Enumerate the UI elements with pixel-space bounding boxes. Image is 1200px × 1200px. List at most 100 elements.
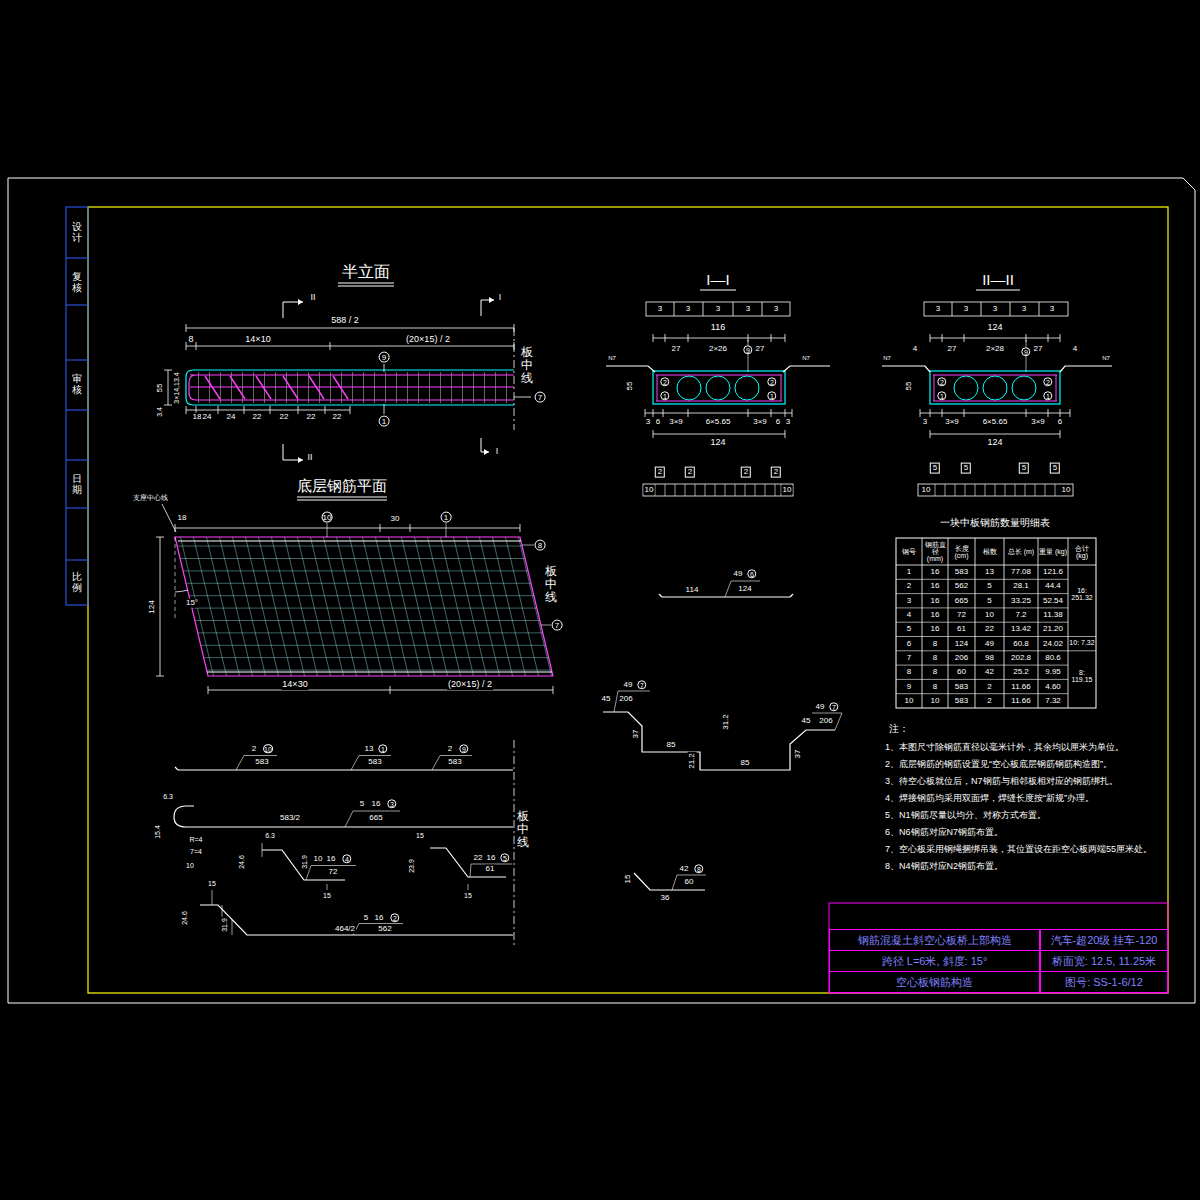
- dimension-label: 31.2: [722, 713, 731, 731]
- callout-number: 2: [767, 377, 776, 386]
- dimension-label: 15: [207, 880, 217, 888]
- table-cell: 25.2: [1004, 668, 1038, 676]
- dimension-label: 85: [666, 741, 677, 750]
- dimension-label: 3×9: [944, 418, 960, 427]
- dimension-label: 3×14,13.4: [173, 371, 181, 404]
- table-cell: 8: [922, 668, 948, 676]
- dimension-label: 116: [710, 323, 726, 333]
- dimension-label: 4: [1072, 345, 1078, 354]
- table-cell: 24.02: [1038, 639, 1068, 647]
- table-cell: 7.32: [1038, 697, 1068, 705]
- title-text: 钢筋混凝土斜空心板桥上部构造: [858, 933, 1012, 948]
- dimension-label: 6×5.65: [705, 418, 732, 427]
- dimension-label: 3×9: [752, 418, 768, 427]
- dimension-label: 3: [745, 305, 751, 314]
- dimension-label: 36: [660, 894, 671, 903]
- dimension-label: I: [495, 447, 500, 457]
- callout-number: 1: [937, 391, 946, 400]
- boxed-number: 5: [930, 463, 940, 474]
- dimension-label: 3: [963, 305, 969, 314]
- dimension-label: 124: [986, 323, 1003, 333]
- note-text: 1、本图尺寸除钢筋直径以毫米计外，其余均以厘米为单位。: [884, 743, 1125, 753]
- callout-number: 9: [743, 345, 752, 354]
- dimension-label: 114: [685, 586, 700, 595]
- table-cell: 21.20: [1038, 625, 1068, 633]
- dimension-label: 124: [709, 438, 726, 448]
- table-cell: 22: [975, 625, 1004, 633]
- dimension-label: 27: [947, 345, 958, 354]
- callout-number: 1: [767, 391, 776, 400]
- dimension-label: 3: [935, 305, 941, 314]
- dimension-label: 23.9: [408, 858, 416, 874]
- dimension-label: 60: [684, 878, 695, 887]
- dimension-label: 3: [657, 305, 663, 314]
- table-cell: 10: [922, 697, 948, 705]
- callout-number: 10: [263, 744, 273, 753]
- note-text: 3、待空心板就位后，N7钢筋与相邻板相对应的钢筋绑扎。: [884, 777, 1119, 787]
- dimension-label: 5: [359, 800, 365, 809]
- title-block-cell: 图号: SS-1-6/12: [1040, 971, 1168, 993]
- table-cell: 2: [896, 582, 922, 590]
- boxed-number: 5: [1050, 463, 1060, 474]
- dimension-label: 6.3: [264, 832, 276, 840]
- title-block-cell: 钢筋混凝土斜空心板桥上部构造: [829, 929, 1040, 951]
- dimension-label: 5: [363, 914, 369, 923]
- callout-number: 10: [322, 512, 333, 523]
- note-text: 7、空心板采用钢绳捆绑吊装，其位置设在距空心板两端55厘米处。: [884, 845, 1153, 855]
- dimension-label: 15: [624, 874, 633, 885]
- dimension-label: (20×15) / 2: [405, 335, 451, 345]
- centerline-label: 板中线: [544, 565, 558, 605]
- table-cell: 4: [896, 611, 922, 619]
- table-cell: 5: [975, 582, 1004, 590]
- title-block-cell: 空心板钢筋构造: [829, 971, 1040, 993]
- dimension-label: 3: [1049, 305, 1055, 314]
- callout-number: 8: [535, 540, 546, 551]
- table-cell: 7: [896, 654, 922, 662]
- note-text: 6、N6钢筋对应N7钢筋布置。: [884, 828, 1004, 838]
- dimension-label: 206: [818, 717, 833, 726]
- dimension-label: 14×10: [244, 335, 271, 345]
- table-cell: 60.8: [1004, 639, 1038, 647]
- sign-field: 设计: [71, 221, 83, 243]
- note-text: 5、N1钢筋尽量以均分、对称方式布置。: [884, 811, 1047, 821]
- table-cell: 98: [975, 654, 1004, 662]
- dimension-label: 27: [755, 345, 766, 354]
- dimension-label: 22: [306, 413, 317, 422]
- dimension-label: 22: [332, 413, 343, 422]
- table-header: 长度 (cm): [948, 544, 975, 559]
- table-cell: 16: 251.32: [1068, 587, 1097, 602]
- dimension-label: I: [498, 293, 503, 303]
- view-title: II—II: [981, 272, 1015, 289]
- callout-number: 7: [552, 620, 563, 631]
- dimension-label: 55: [626, 381, 635, 392]
- dimension-label: 583: [367, 758, 382, 767]
- dimension-label: 31.9: [221, 917, 229, 933]
- dimension-label: 583/2: [279, 814, 301, 823]
- table-cell: 9: [896, 682, 922, 690]
- dimension-label: 124: [148, 599, 157, 614]
- table-cell: 80.6: [1038, 654, 1068, 662]
- dimension-label: 24: [226, 413, 237, 422]
- boxed-number: 2: [685, 467, 695, 478]
- dimension-label: 124: [986, 438, 1003, 448]
- table-cell: 8: [922, 682, 948, 690]
- dimension-label: R=4: [188, 836, 203, 844]
- table-cell: 202.8: [1004, 654, 1038, 662]
- dimension-label: 7=4: [189, 848, 203, 856]
- dimension-label: 22: [252, 413, 263, 422]
- dimension-label: 18: [177, 514, 188, 523]
- dimension-label: 10: [313, 855, 324, 864]
- dimension-label: 45: [801, 717, 812, 726]
- dimension-label: 3: [785, 418, 791, 427]
- dimension-label: N7: [1101, 355, 1111, 362]
- table-cell: 61: [948, 625, 975, 633]
- table-cell: 583: [948, 568, 975, 576]
- table-cell: 10: [896, 697, 922, 705]
- table-cell: 42: [975, 668, 1004, 676]
- dimension-label: 206: [618, 695, 633, 704]
- table-cell: 583: [948, 697, 975, 705]
- title-text: 跨径 L=6米, 斜度: 15°: [882, 954, 988, 969]
- table-cell: 5: [975, 597, 1004, 605]
- dimension-label: 37: [632, 729, 641, 740]
- dimension-label: 49: [733, 570, 744, 579]
